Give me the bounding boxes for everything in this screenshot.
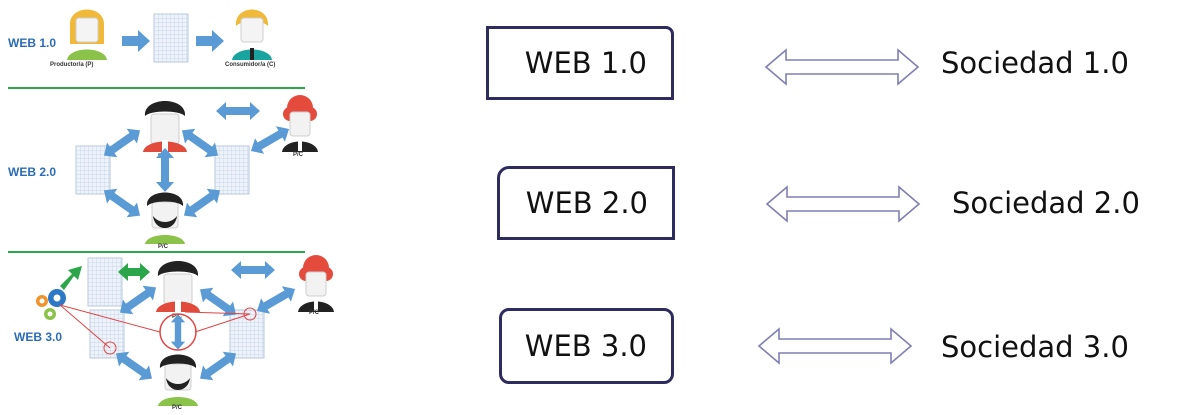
user-figure-bottom: [144, 192, 186, 245]
pc-caption: P/C: [172, 405, 183, 411]
user-figure-bottom: [157, 354, 199, 407]
green-double-arrow-icon: [118, 263, 150, 281]
user-figure-right: [297, 254, 335, 313]
arrow-right-icon: [122, 30, 150, 52]
pc-caption: P/C: [309, 310, 320, 316]
double-arrow-icon: [764, 48, 920, 86]
web-evolution-illustration: WEB 1.0 Productor/a (P) Consumidor/a (C)…: [8, 9, 335, 411]
web2-section-label: WEB 2.0: [8, 165, 56, 179]
double-arrow-icon: [757, 327, 913, 365]
web3-section-label: WEB 3.0: [14, 330, 62, 344]
double-arrow-icon: [216, 102, 260, 120]
user-figure-top: [142, 100, 188, 153]
double-arrow-icon: [231, 261, 275, 279]
web1-box: WEB 1.0: [486, 26, 674, 100]
society1-label: Sociedad 1.0: [941, 46, 1129, 80]
double-arrow-icon: [765, 185, 921, 223]
society2-label: Sociedad 2.0: [952, 186, 1140, 220]
web3-box: WEB 3.0: [499, 308, 674, 384]
webpage-document-icon: [153, 13, 189, 63]
highlight-connections: [59, 304, 257, 355]
user-figure-right: [281, 94, 319, 153]
producer-caption: Productor/a (P): [50, 62, 93, 68]
webpage-document-icon: [229, 309, 265, 359]
green-arrow-icon: [60, 266, 82, 290]
gears-icon: [36, 289, 66, 320]
pc-caption: P/C: [158, 244, 169, 250]
arrow-right-icon: [196, 30, 224, 52]
society3-label: Sociedad 3.0: [941, 330, 1129, 364]
webpage-document-icon: [87, 257, 123, 307]
webpage-document-icon: [214, 145, 250, 195]
consumer-figure: [232, 9, 272, 60]
consumer-caption: Consumidor/a (C): [225, 62, 275, 68]
double-arrow-icon: [246, 121, 294, 159]
producer-figure: [67, 9, 107, 60]
web1-section-label: WEB 1.0: [8, 36, 56, 50]
user-figure-top: [155, 260, 201, 313]
web2-box: WEB 2.0: [497, 166, 675, 240]
pc-caption: P/C: [293, 152, 304, 158]
